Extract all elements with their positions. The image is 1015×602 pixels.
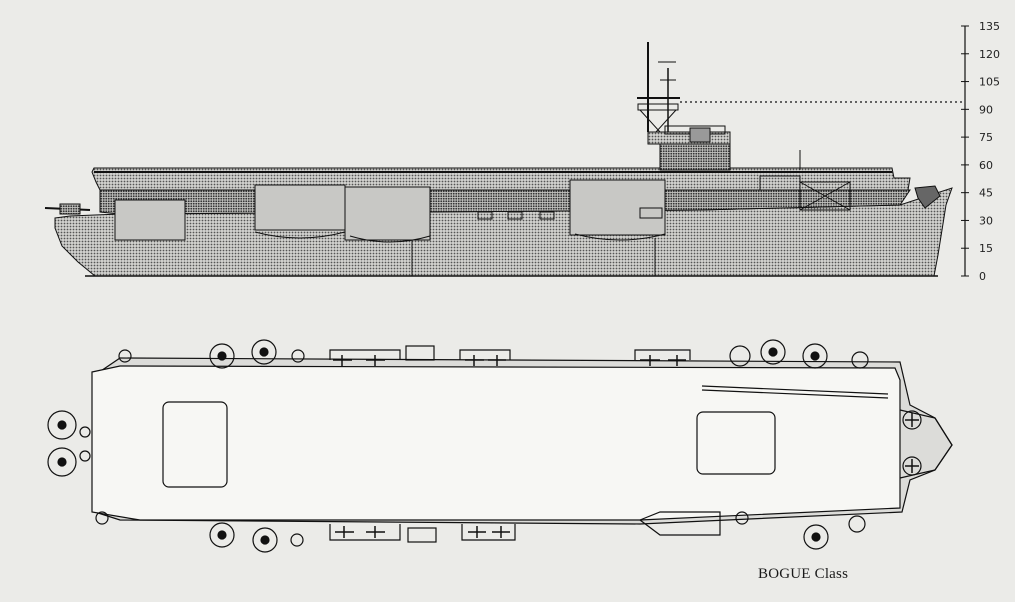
- forward-elevator: [696, 411, 776, 475]
- gun-sponsons-port: [118, 339, 869, 369]
- scale-tick-label: 60: [979, 159, 993, 172]
- stern-sponsons: [47, 410, 922, 477]
- scale-tick-label: 15: [979, 242, 993, 255]
- aft-elevator: [162, 401, 228, 488]
- island-superstructure: [637, 42, 801, 171]
- scale-tick-label: 120: [979, 48, 1000, 61]
- scale-tick-label: 45: [979, 187, 993, 200]
- scale-tick-label: 0: [979, 270, 986, 283]
- height-scale: 135 120 105 90 75 60 45 30 15 0: [961, 20, 1000, 283]
- scale-tick-label: 30: [979, 214, 993, 227]
- scale-tick-label: 75: [979, 131, 993, 144]
- plan-flight-deck: [91, 365, 901, 521]
- side-profile-view: [44, 42, 965, 277]
- plan-view: [47, 339, 953, 553]
- gun-sponsons-starboard: [95, 511, 866, 553]
- scale-tick-label: 105: [979, 76, 1000, 89]
- class-caption: BOGUE Class: [758, 566, 849, 582]
- scale-tick-label: 135: [979, 20, 1000, 33]
- scale-tick-label: 90: [979, 103, 993, 116]
